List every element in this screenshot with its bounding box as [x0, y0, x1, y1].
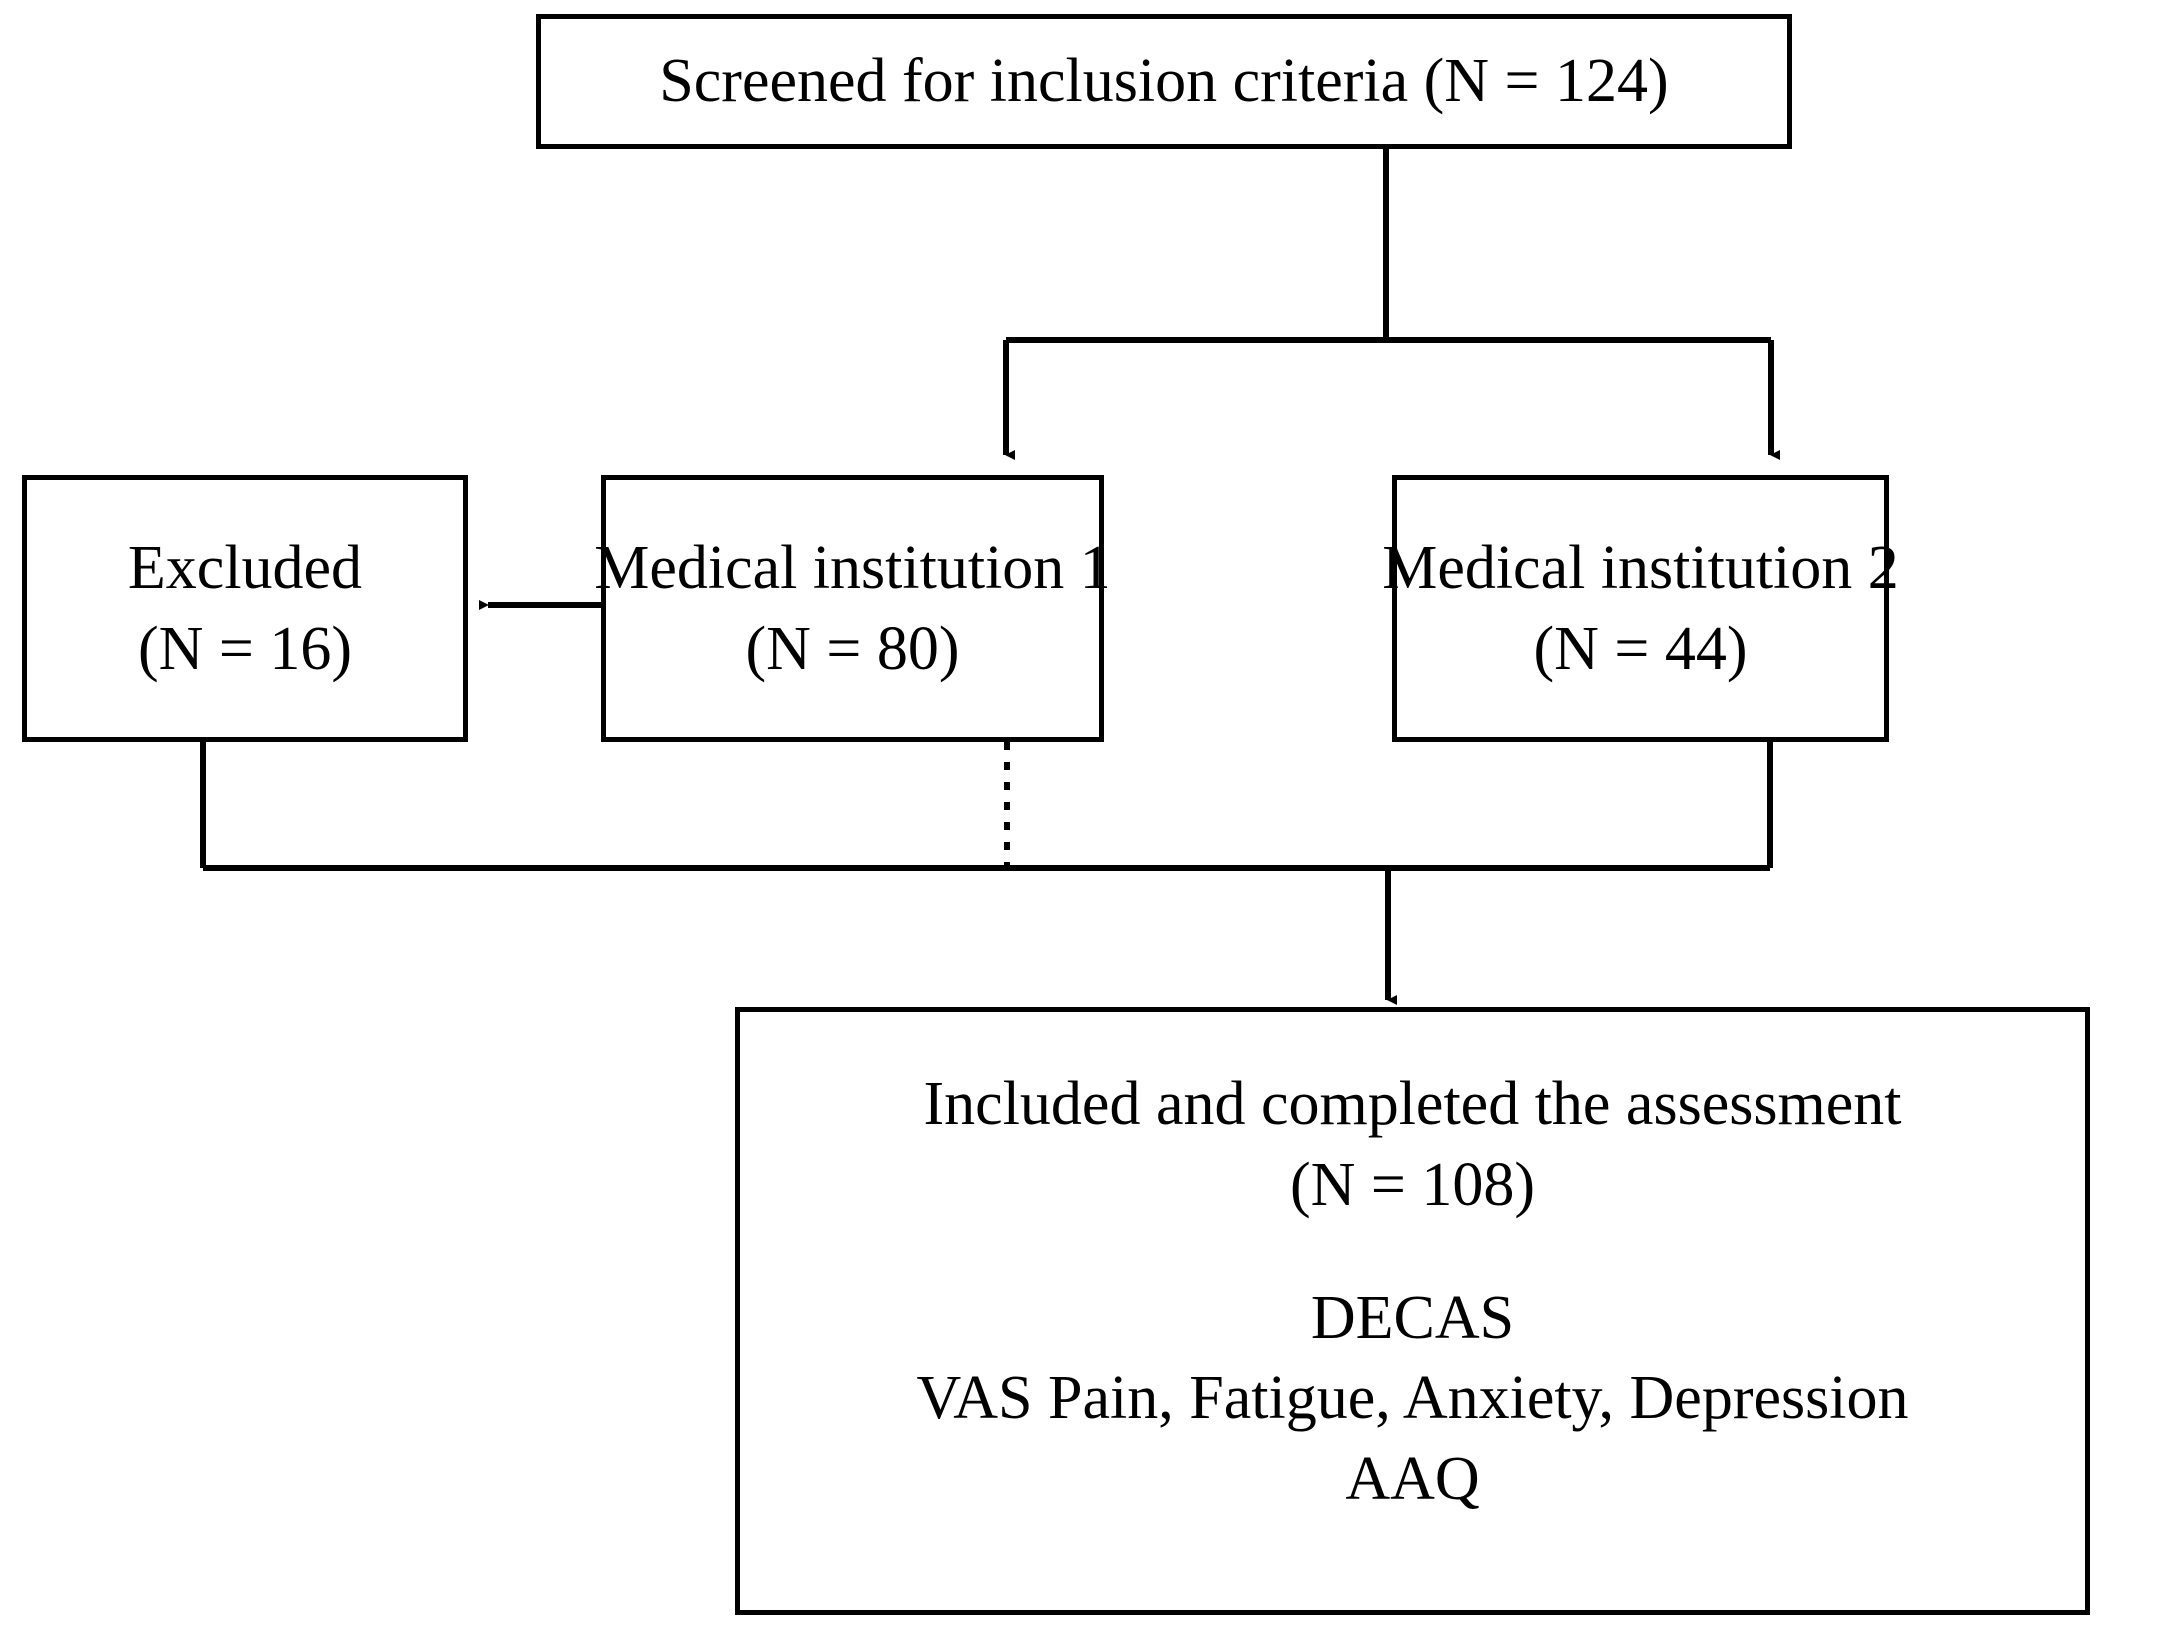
node-excluded-line-1: Excluded	[127, 533, 363, 602]
connector-screened-to-split	[1006, 149, 1771, 343]
node-included-measure-1: DECAS	[1310, 1283, 1515, 1352]
node-institution2-line-1: Medical institution 2	[1382, 533, 1899, 602]
node-included-line-2: (N = 108)	[1289, 1150, 1536, 1219]
node-screened-line-1: Screened for inclusion criteria (N = 124…	[659, 47, 1669, 116]
node-included-completed-assessment: Included and completed the assessment (N…	[735, 1007, 2090, 1615]
node-institution1-line-1: Medical institution 1	[594, 533, 1111, 602]
node-excluded: Excluded (N = 16)	[22, 475, 468, 742]
node-medical-institution-1: Medical institution 1 (N = 80)	[594, 475, 1111, 742]
node-excluded-line-2: (N = 16)	[137, 614, 353, 683]
node-included-line-1: Included and completed the assessment	[923, 1070, 1902, 1138]
node-included-measure-2: VAS Pain, Fatigue, Anxiety, Depression	[916, 1364, 1909, 1433]
node-included-measure-3: AAQ	[1345, 1445, 1480, 1514]
node-screened-for-inclusion: Screened for inclusion criteria (N = 124…	[536, 14, 1792, 149]
node-institution2-line-2: (N = 44)	[1533, 614, 1748, 683]
node-institution1-line-2: (N = 80)	[745, 614, 960, 683]
node-medical-institution-2: Medical institution 2 (N = 44)	[1382, 475, 1899, 742]
